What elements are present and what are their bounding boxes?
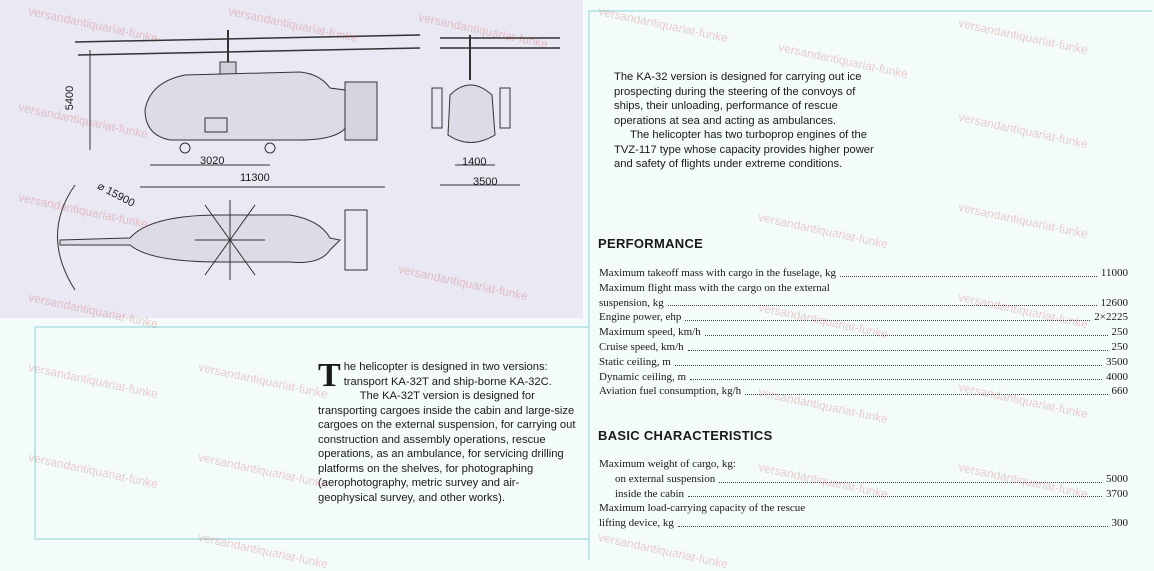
helicopter-drawing xyxy=(57,30,560,291)
intro-paragraph: The KA-32 version is designed for carryi… xyxy=(614,71,862,127)
basic-heading: BASIC CHARACTERISTICS xyxy=(598,428,773,443)
dim-wheelbase: 3020 xyxy=(200,155,225,167)
spec-row: Maximum load-carrying capacity of the re… xyxy=(599,502,806,515)
dim-track: 3500 xyxy=(473,176,498,188)
body-paragraph: The KA-32T version is designed for trans… xyxy=(318,390,576,504)
basic-list: Maximum weight of cargo, kg: on external… xyxy=(599,457,1128,531)
dim-length: 11300 xyxy=(240,172,270,184)
spec-row: Maximum weight of cargo, kg: xyxy=(599,458,736,470)
intro-paragraph: The helicopter has two turboprop engines… xyxy=(614,129,874,170)
dim-track-inner: 1400 xyxy=(462,156,487,168)
spec-row: Maximum takeoff mass with cargo in the f… xyxy=(599,267,1128,279)
dim-height: 5400 xyxy=(64,85,77,111)
dropcap: T xyxy=(318,357,341,394)
performance-heading: PERFORMANCE xyxy=(598,236,704,251)
spec-row: Maximum flight mass with the cargo on th… xyxy=(599,281,830,294)
left-frame xyxy=(34,326,588,540)
intro-text: The KA-32 version is designed for carryi… xyxy=(614,70,874,172)
right-frame xyxy=(588,10,1152,560)
performance-list: Maximum takeoff mass with cargo in the f… xyxy=(599,266,1128,399)
helicopter-drawing-panel: 5400 ⌀ 15900 3020 11300 1400 3500 xyxy=(0,0,583,318)
